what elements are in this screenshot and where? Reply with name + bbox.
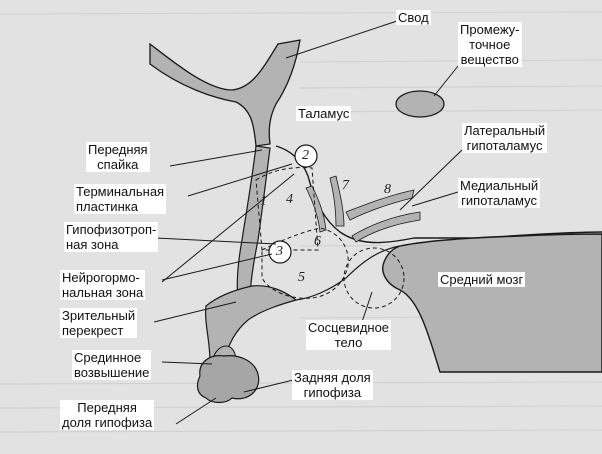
fornix-shape	[149, 39, 301, 147]
midbrain-shape	[382, 233, 602, 373]
label-optic-chiasm: Зрительный перекрест	[60, 308, 138, 338]
lamina-terminalis-shape	[236, 145, 271, 301]
zone-number-7: 7	[342, 178, 349, 193]
label-anterior-commissure: Передняя спайка	[86, 142, 150, 172]
label-intermediate-mass: Промежу- точное вещество	[458, 22, 522, 67]
intermediate-mass-shape	[395, 90, 445, 118]
label-midbrain: Средний мозг	[438, 272, 526, 287]
label-fornix: Свод	[396, 10, 431, 25]
label-hypophysiotropic-zone: Гипофизотроп- ная зона	[64, 222, 159, 252]
label-neurohormonal-zone: Нейрогормо- нальная зона	[60, 270, 146, 300]
label-anterior-pituitary: Передняя доля гипофиза	[60, 400, 155, 430]
zone-3-circle	[268, 240, 292, 264]
dashed-zones	[255, 167, 405, 309]
pituitary-gland	[196, 355, 260, 404]
ventricle-outline	[275, 145, 602, 244]
label-posterior-pituitary: Задняя доля гипофиза	[292, 370, 373, 400]
zone-number-5: 5	[298, 270, 305, 285]
zone-number-8: 8	[384, 182, 391, 197]
lateral-hypothalamus-fibres	[305, 175, 421, 243]
label-thalamus: Таламус	[296, 106, 352, 121]
zone-number-1: 1	[260, 194, 267, 209]
label-mammillary-body: Сосцевидное тело	[306, 320, 392, 350]
floor-line	[295, 245, 401, 301]
zone-number-2: 2	[302, 148, 309, 163]
label-lamina-terminalis: Терминальная пластинка	[74, 184, 167, 214]
label-medial-hypothalamus: Медиальный гипоталамус	[458, 178, 541, 208]
zone-number-3: 3	[276, 244, 283, 259]
zone-2-circle	[294, 144, 318, 168]
label-lateral-hypothalamus: Латеральный гипоталамус	[462, 123, 548, 153]
label-median-eminence: Срединное возвышение	[72, 350, 152, 380]
zone-number-6: 6	[314, 234, 321, 249]
zone-number-4: 4	[286, 192, 293, 207]
